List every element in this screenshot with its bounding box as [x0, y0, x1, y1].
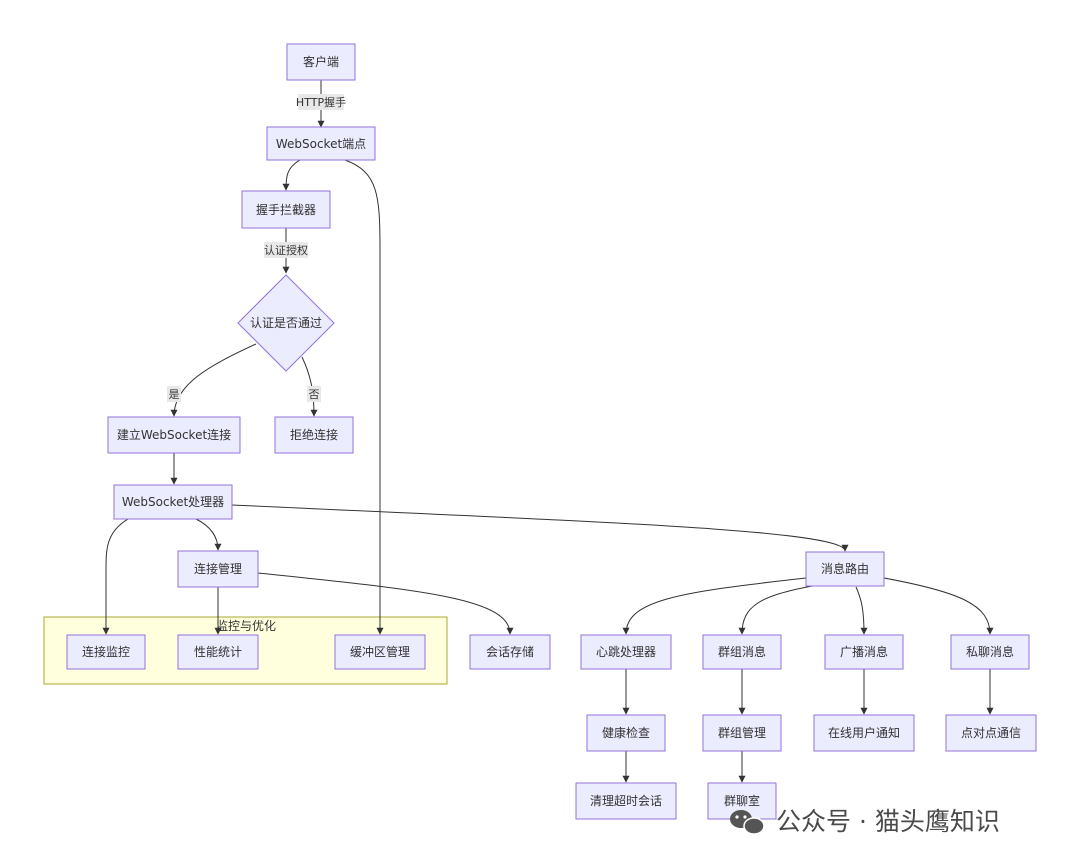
node-chat-room: 群聊室 [707, 782, 777, 820]
node-online-user-notify: 在线用户通知 [813, 714, 915, 752]
edge-connmgmt-session [257, 572, 514, 635]
edge-endpoint-interceptor [282, 159, 301, 191]
edge-handler-connmgmt [195, 518, 222, 551]
node-p2p-communication-label: 点对点通信 [961, 726, 1021, 740]
node-buffer-management-label: 缓冲区管理 [350, 644, 410, 659]
node-auth-decision-label: 认证是否通过 [250, 316, 322, 330]
edge-handler-monitor [102, 518, 129, 635]
node-group-management: 群组管理 [702, 714, 782, 752]
node-health-check-label: 健康检查 [602, 725, 650, 740]
node-connection-management: 连接管理 [177, 550, 259, 588]
node-establish-connection-label: 建立WebSocket连接 [117, 427, 231, 442]
node-session-storage: 会话存储 [469, 634, 551, 670]
edge-decision-yes [170, 343, 257, 417]
node-client: 客户端 [286, 43, 356, 81]
node-performance-stats: 性能统计 [177, 634, 259, 670]
edge-handler-router [231, 504, 849, 552]
edges [102, 80, 994, 783]
edge-endpoint-buffer [344, 159, 384, 635]
edge-labels: HTTP握手 认证授权 是 否 [167, 94, 346, 402]
node-online-user-notify-label: 在线用户通知 [828, 725, 900, 740]
node-connection-monitor-label: 连接监控 [82, 644, 130, 659]
node-buffer-management: 缓冲区管理 [334, 634, 426, 670]
node-cleanup-sessions: 清理超时会话 [575, 782, 677, 820]
node-connection-monitor: 连接监控 [66, 634, 146, 670]
node-connection-management-label: 连接管理 [194, 561, 242, 576]
node-group-message-label: 群组消息 [718, 644, 766, 659]
edge-router-heartbeat [622, 577, 807, 635]
node-handshake-interceptor: 握手拦截器 [241, 190, 331, 229]
edge-label-yes: 是 [169, 388, 180, 401]
node-broadcast-message-label: 广播消息 [840, 644, 888, 659]
wechat-icon [730, 810, 765, 835]
node-reject-connection-label: 拒绝连接 [290, 427, 338, 442]
node-broadcast-message: 广播消息 [824, 634, 904, 670]
node-ws-handler-label: WebSocket处理器 [122, 495, 224, 509]
node-performance-stats-label: 性能统计 [194, 645, 242, 659]
node-reject-connection: 拒绝连接 [274, 416, 354, 454]
node-private-message-label: 私聊消息 [966, 644, 1014, 659]
node-heartbeat-processor-label: 心跳处理器 [596, 645, 656, 659]
node-ws-endpoint: WebSocket端点 [266, 126, 376, 161]
node-private-message: 私聊消息 [950, 634, 1030, 670]
node-message-router: 消息路由 [805, 551, 885, 587]
node-session-storage-label: 会话存储 [486, 644, 534, 659]
watermark-text: 公众号 · 猫头鹰知识 [776, 807, 1000, 836]
node-ws-endpoint-label: WebSocket端点 [276, 137, 366, 151]
node-client-label: 客户端 [303, 54, 339, 69]
node-heartbeat-processor: 心跳处理器 [580, 634, 672, 670]
node-handshake-interceptor-label: 握手拦截器 [256, 202, 316, 217]
node-cleanup-sessions-label: 清理超时会话 [590, 793, 662, 808]
edge-router-private [883, 577, 994, 635]
cluster-title: 监控与优化 [216, 619, 276, 633]
node-p2p-communication: 点对点通信 [945, 714, 1037, 752]
node-chat-room-label: 群聊室 [724, 793, 760, 808]
node-message-router-label: 消息路由 [821, 561, 869, 576]
node-auth-decision: 认证是否通过 [237, 274, 335, 372]
node-establish-connection: 建立WebSocket连接 [107, 416, 241, 454]
edge-label-no: 否 [309, 388, 320, 401]
edge-label-auth: 认证授权 [264, 243, 308, 257]
watermark: 公众号 · 猫头鹰知识 [730, 807, 1000, 836]
node-health-check: 健康检查 [586, 714, 666, 752]
edge-label-http-handshake: HTTP握手 [296, 95, 346, 109]
node-group-message: 群组消息 [702, 634, 782, 670]
node-group-management-label: 群组管理 [718, 725, 766, 740]
edge-router-broadcast [855, 586, 868, 635]
edge-router-group [738, 585, 813, 635]
node-ws-handler: WebSocket处理器 [113, 484, 233, 520]
